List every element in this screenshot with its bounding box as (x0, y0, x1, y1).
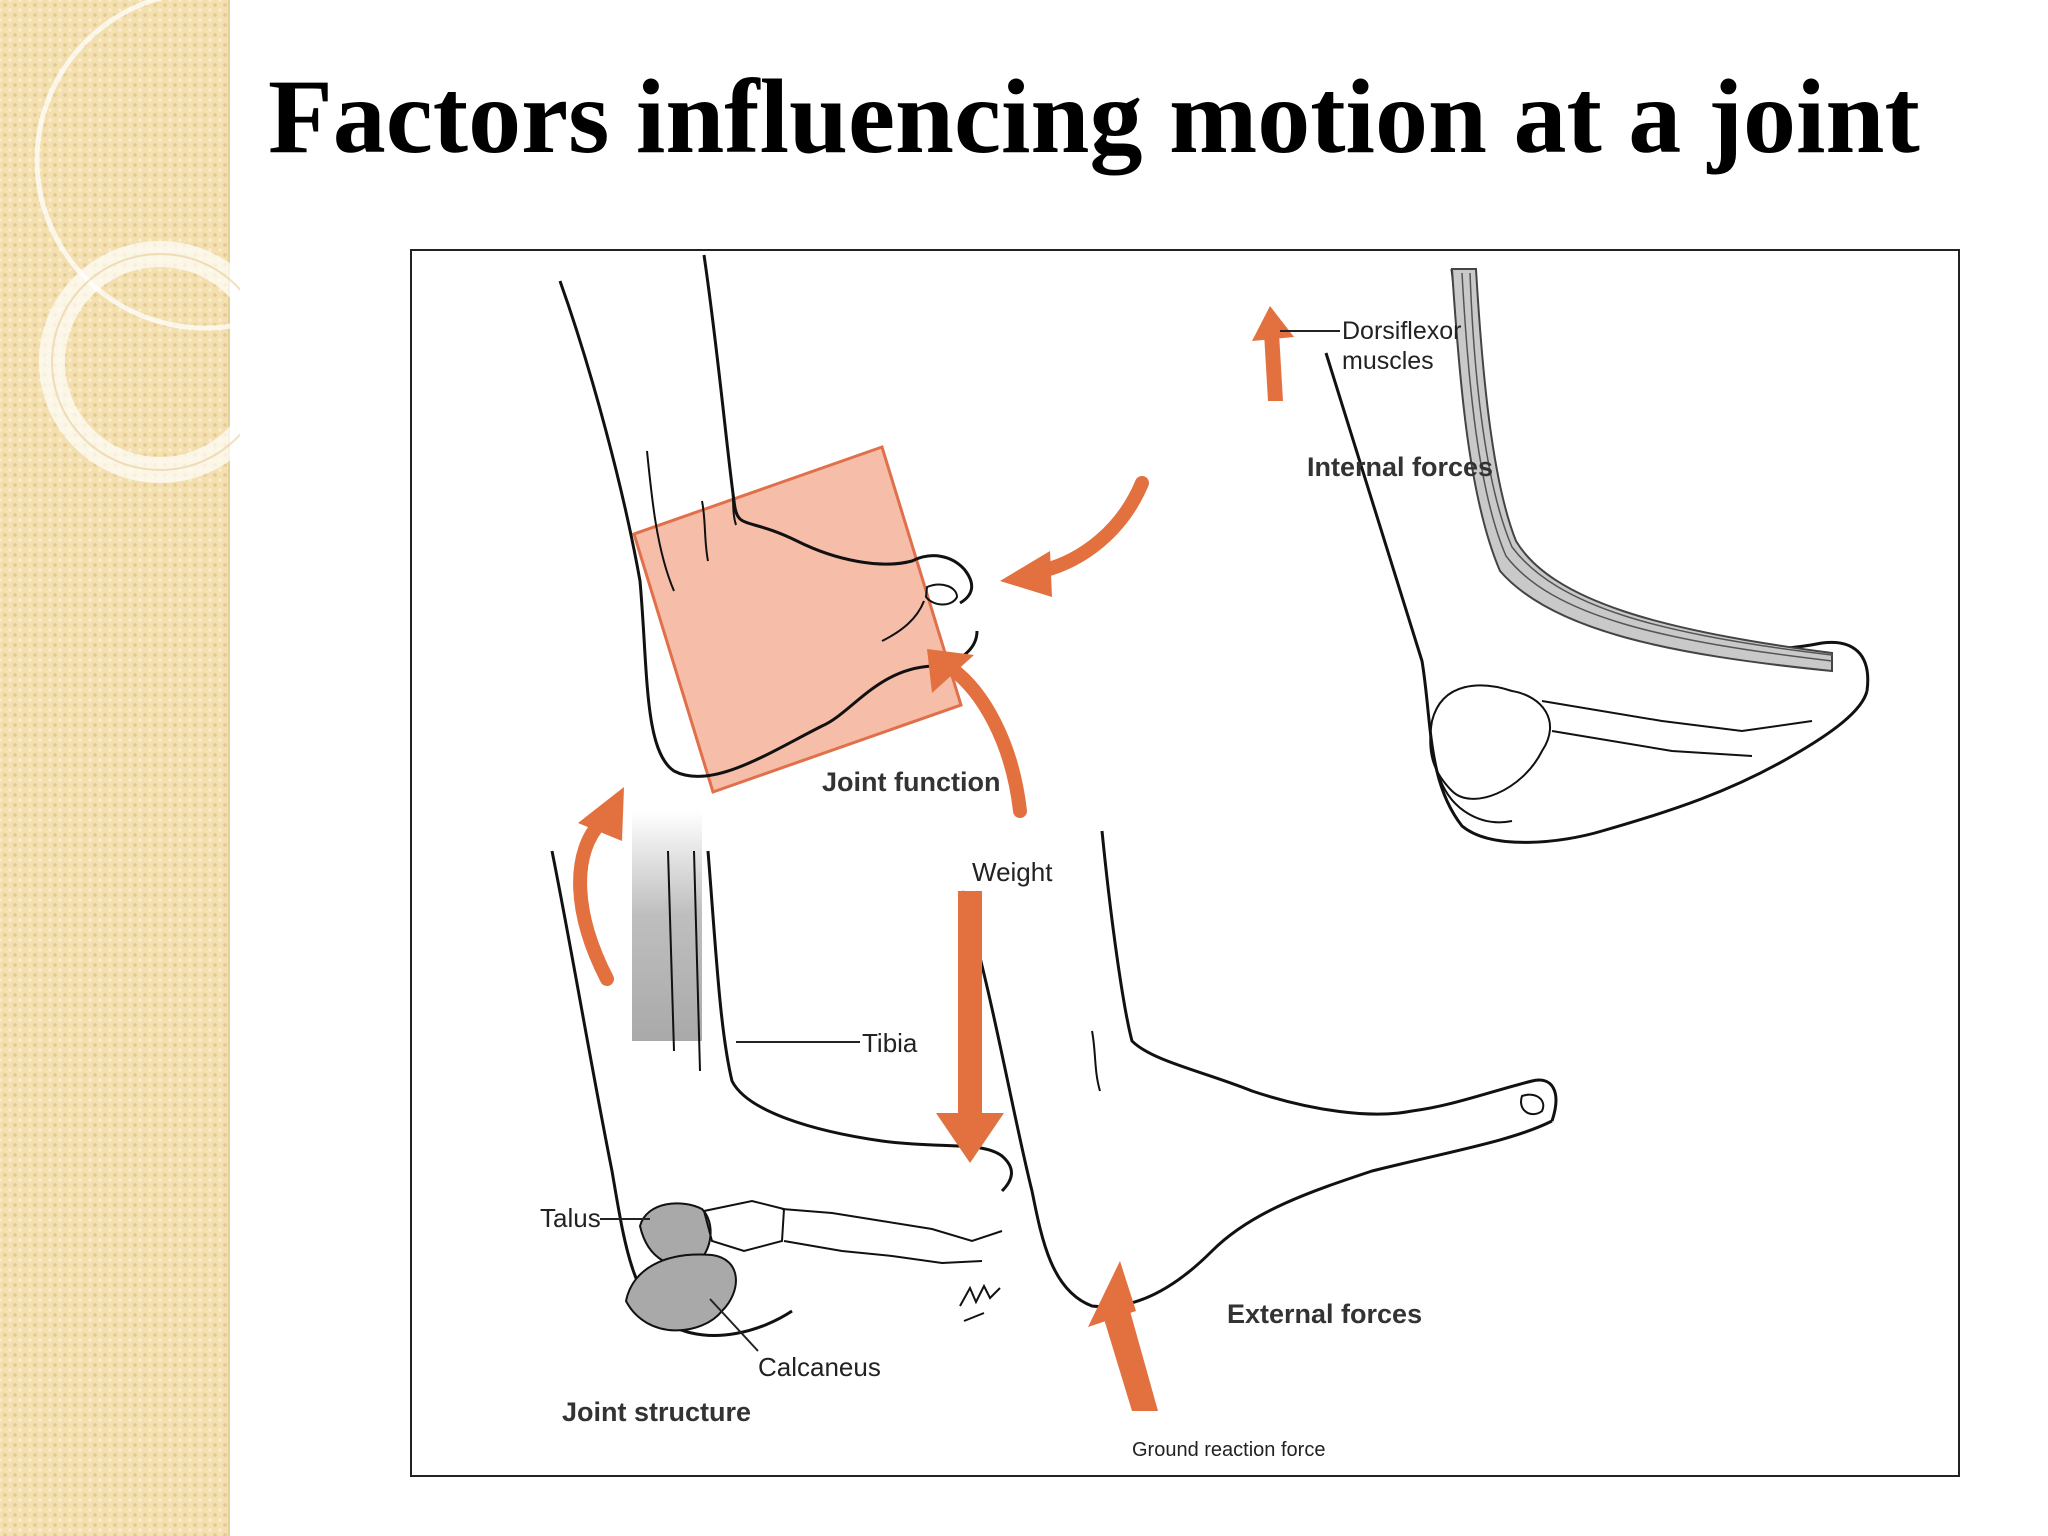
internal-to-function-arrowhead (1000, 551, 1052, 597)
artist-signature (959, 1283, 1001, 1322)
label-talus: Talus (540, 1203, 601, 1233)
joint-structure-panel: Tibia Talus Calcaneus Joint structure (540, 811, 1013, 1427)
upper-foot-front-outline (702, 254, 974, 605)
structure-to-function-arrowhead (578, 787, 624, 841)
lower-foot-front-outline (706, 850, 1013, 1193)
external-forces-panel: Weight External forces Ground reaction f… (936, 830, 1558, 1461)
label-tibia: Tibia (862, 1028, 918, 1058)
lower-fibula-line (693, 850, 701, 1072)
label-joint-function: Joint function (822, 767, 1000, 797)
weight-arrowhead (936, 1113, 1004, 1163)
label-calcaneus: Calcaneus (758, 1352, 881, 1382)
internal-forces-panel: Dorsiflexor muscles Internal forces (1252, 268, 1870, 844)
joint-motion-figure: Joint function Dorsiflexor muscles Inter… (410, 249, 1960, 1477)
internal-force-arrowhead (1252, 306, 1294, 341)
external-foot-front-outline (1100, 830, 1558, 1122)
internal-foot-metatarsals (1541, 700, 1813, 757)
external-foot-back-outline (960, 890, 1553, 1309)
lower-tibia-line (667, 850, 675, 1052)
label-dorsiflexor-line1: Dorsiflexor (1342, 317, 1461, 345)
calcaneus-leader-line (709, 1298, 759, 1352)
dorsiflexor-tendon-line-2 (1469, 272, 1833, 656)
tibia-bone (632, 811, 702, 1041)
external-to-function-arrow (945, 662, 1027, 818)
calcaneus-bone (624, 1253, 737, 1332)
decorative-rings (34, 0, 240, 483)
lower-foot-back-outline (550, 850, 793, 1337)
external-to-function-arrowhead (927, 649, 974, 693)
internal-force-arrow (1264, 333, 1283, 401)
dorsiflexor-muscle-band (1450, 268, 1833, 673)
label-joint-structure: Joint structure (562, 1397, 751, 1427)
upper-foot-crease-1 (646, 450, 675, 592)
joint-highlight-box (632, 445, 963, 794)
upper-toe-nail (924, 583, 959, 606)
internal-to-function-arrow (1035, 476, 1149, 578)
upper-foot-back-outline (558, 280, 979, 778)
joint-function-panel: Joint function (558, 254, 1000, 797)
lower-foot-tarsal-bones (702, 1199, 1003, 1265)
structure-to-function-arrow (573, 814, 614, 986)
internal-foot-back-outline (1324, 352, 1869, 844)
dorsiflexor-tendon-line (1461, 272, 1833, 662)
ground-reaction-arrowhead (1088, 1261, 1136, 1327)
foot-diagram: Joint function Dorsiflexor muscles Inter… (540, 254, 1870, 1461)
label-dorsiflexor-line2: muscles (1342, 347, 1434, 375)
label-internal-forces: Internal forces (1307, 452, 1493, 482)
label-ground-reaction-force: Ground reaction force (1132, 1439, 1325, 1461)
external-foot-crease (1091, 1030, 1101, 1092)
upper-foot-crease-3 (731, 486, 737, 526)
external-toe-nail (1520, 1093, 1545, 1116)
slide-title: Factors influencing motion at a joint (268, 58, 1920, 175)
internal-foot-heel (1439, 778, 1513, 824)
internal-foot-bones (1429, 684, 1552, 800)
label-weight: Weight (972, 857, 1053, 887)
ground-reaction-arrow-shaft (1104, 1311, 1158, 1411)
upper-foot-crease-2 (701, 500, 709, 562)
label-external-forces: External forces (1227, 1299, 1422, 1329)
relationship-arrows (573, 476, 1149, 986)
upper-foot-toe-line (881, 600, 925, 642)
weight-arrow-shaft (958, 891, 982, 1121)
